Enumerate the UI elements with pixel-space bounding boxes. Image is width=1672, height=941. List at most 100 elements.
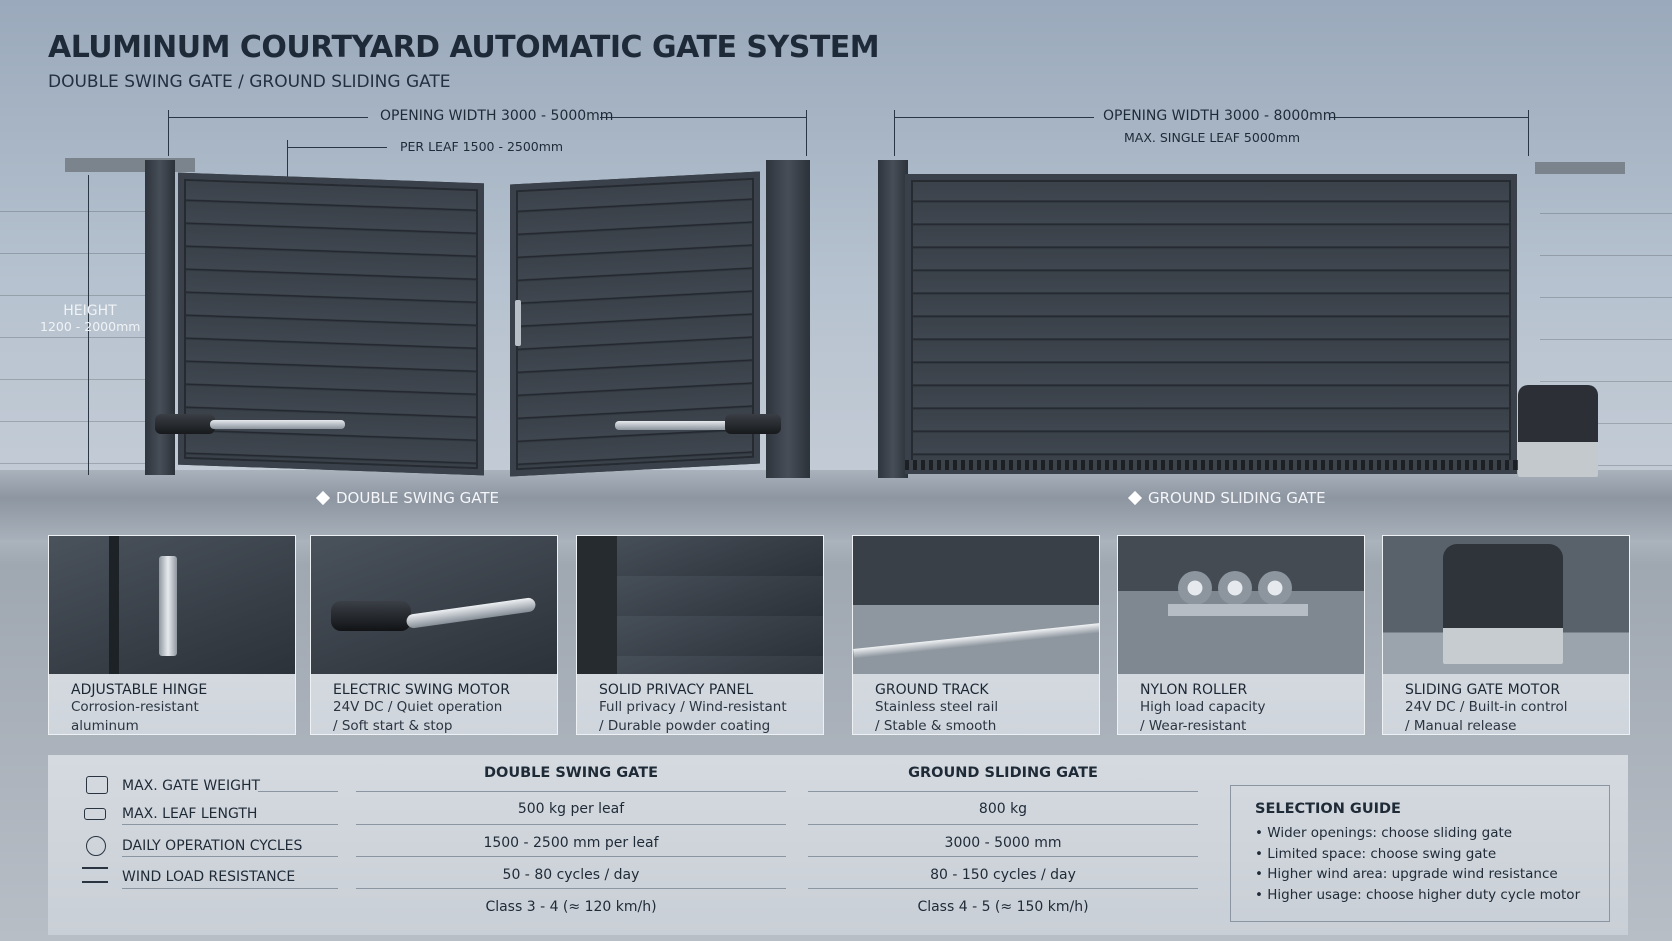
cycle-icon <box>86 836 106 856</box>
sliding-gate-motor <box>1518 385 1598 477</box>
rule <box>122 856 338 857</box>
rule <box>356 824 786 825</box>
swing-motor-right <box>725 414 781 434</box>
spec-label: DAILY OPERATION CYCLES <box>122 838 303 854</box>
height-value: 1200 - 2000mm <box>40 319 141 334</box>
spec-value-swing: 500 kg per leaf <box>517 801 625 817</box>
spec-label: WIND LOAD RESISTANCE <box>122 869 296 885</box>
spec-table: DOUBLE SWING GATE GROUND SLIDING GATE MA… <box>48 755 1628 935</box>
ground-track-photo <box>853 536 1099 674</box>
swing-gate-tag: DOUBLE SWING GATE <box>315 489 499 507</box>
diamond-icon <box>315 490 331 506</box>
rule <box>808 824 1198 825</box>
dim-line <box>1330 117 1528 118</box>
spec-label: MAX. GATE WEIGHT <box>122 778 261 794</box>
spec-header-swing: DOUBLE SWING GATE <box>483 765 659 781</box>
feature-desc: / Wear-resistant <box>1140 718 1247 734</box>
guide-item: • Limited space: choose swing gate <box>1255 845 1497 862</box>
rule <box>808 888 1198 889</box>
dim-tick <box>894 110 895 156</box>
dim-tick <box>1528 110 1529 156</box>
guide-item-text: Higher wind area: upgrade wind resistanc… <box>1267 866 1558 882</box>
left-wall <box>0 170 160 480</box>
dim-tick <box>806 110 807 156</box>
rule <box>122 888 338 889</box>
feature-desc: aluminum <box>71 718 139 734</box>
swing-motor-arm <box>615 421 735 430</box>
spec-value-sliding: Class 4 - 5 (≈ 150 km/h) <box>917 899 1089 915</box>
guide-item-text: Wider openings: choose sliding gate <box>1267 825 1513 841</box>
spec-header-sliding: GROUND SLIDING GATE <box>908 765 1098 781</box>
floor <box>0 470 1672 540</box>
feature-card-ground-track: GROUND TRACK Stainless steel rail / Stab… <box>852 535 1100 735</box>
sliding-opening-width: OPENING WIDTH 3000 - 8000mm <box>1103 108 1337 124</box>
rule <box>356 791 786 792</box>
spec-value-sliding: 800 kg <box>978 801 1028 817</box>
spec-value-sliding: 80 - 150 cycles / day <box>930 867 1076 883</box>
dim-tick <box>287 140 288 178</box>
feature-desc: 24V DC / Built-in control <box>1405 699 1568 715</box>
swing-motor-arm <box>210 420 345 429</box>
feature-card-privacy-panel: SOLID PRIVACY PANEL Full privacy / Wind-… <box>576 535 824 735</box>
page-subtitle: DOUBLE SWING GATE / GROUND SLIDING GATE <box>48 72 451 92</box>
height-dimension-line <box>88 175 89 475</box>
swing-motor-photo <box>311 536 557 674</box>
rule <box>356 888 786 889</box>
right-gate-leaf <box>510 171 760 477</box>
guide-item: • Higher usage: choose higher duty cycle… <box>1255 886 1581 903</box>
dim-line <box>168 117 368 118</box>
feature-card-nylon-roller: NYLON ROLLER High load capacity / Wear-r… <box>1117 535 1365 735</box>
sliding-gate-post <box>878 160 908 478</box>
dim-line <box>287 147 387 148</box>
sliding-gate-tag-label: GROUND SLIDING GATE <box>1148 489 1326 507</box>
feature-name: ADJUSTABLE HINGE <box>71 682 208 698</box>
feature-desc: / Manual release <box>1405 718 1517 734</box>
guide-item: • Wider openings: choose sliding gate <box>1255 825 1513 841</box>
feature-name: SOLID PRIVACY PANEL <box>599 682 754 698</box>
diamond-icon <box>1127 490 1143 506</box>
spec-value-swing: 1500 - 2500 mm per leaf <box>483 835 659 851</box>
guide-title: SELECTION GUIDE <box>1255 801 1401 817</box>
gate-handle <box>515 300 521 346</box>
sliding-gate-tag: GROUND SLIDING GATE <box>1127 489 1326 507</box>
feature-desc: / Durable powder coating <box>599 718 771 734</box>
feature-card-sliding-motor: SLIDING GATE MOTOR 24V DC / Built-in con… <box>1382 535 1630 735</box>
feature-desc: Full privacy / Wind-resistant <box>599 699 787 715</box>
feature-card-hinge: ADJUSTABLE HINGE Corrosion-resistant alu… <box>48 535 296 735</box>
hinge-photo <box>49 536 295 674</box>
swing-motor-left <box>155 414 215 434</box>
rule <box>808 856 1198 857</box>
weight-icon <box>86 776 108 794</box>
spec-value-swing: Class 3 - 4 (≈ 120 km/h) <box>485 899 657 915</box>
feature-name: NYLON ROLLER <box>1140 682 1248 698</box>
dim-line <box>894 117 1094 118</box>
swing-gate-tag-label: DOUBLE SWING GATE <box>336 489 499 507</box>
max-single-leaf: MAX. SINGLE LEAF 5000mm <box>1124 130 1301 145</box>
selection-guide: SELECTION GUIDE • Wider openings: choose… <box>1230 785 1610 922</box>
feature-desc: Corrosion-resistant <box>71 699 199 715</box>
dim-line <box>600 117 806 118</box>
feature-name: GROUND TRACK <box>875 682 989 698</box>
page-title: ALUMINUM COURTYARD AUTOMATIC GATE SYSTEM <box>48 30 880 65</box>
wind-icon <box>82 867 108 883</box>
feature-desc: / Stable & smooth <box>875 718 997 734</box>
rule <box>258 791 338 792</box>
sliding-gate-leaf <box>905 174 1517 474</box>
guide-item-text: Limited space: choose swing gate <box>1267 845 1497 862</box>
ruler-icon <box>84 808 106 820</box>
feature-desc: 24V DC / Quiet operation <box>333 699 503 715</box>
nylon-roller-photo <box>1118 536 1364 674</box>
spec-label: MAX. LEAF LENGTH <box>122 806 258 822</box>
spec-value-swing: 50 - 80 cycles / day <box>502 867 640 883</box>
left-gate-leaf <box>178 172 484 476</box>
feature-desc: High load capacity <box>1140 699 1266 715</box>
privacy-panel-photo <box>577 536 823 674</box>
guide-item: • Higher wind area: upgrade wind resista… <box>1255 866 1558 882</box>
feature-card-swing-motor: ELECTRIC SWING MOTOR 24V DC / Quiet oper… <box>310 535 558 735</box>
per-leaf-width: PER LEAF 1500 - 2500mm <box>400 139 564 154</box>
wall-cap <box>65 158 195 172</box>
feature-desc: / Soft start & stop <box>333 718 453 734</box>
gear-rack <box>905 460 1545 470</box>
feature-name: SLIDING GATE MOTOR <box>1405 682 1561 698</box>
rule <box>808 791 1198 792</box>
